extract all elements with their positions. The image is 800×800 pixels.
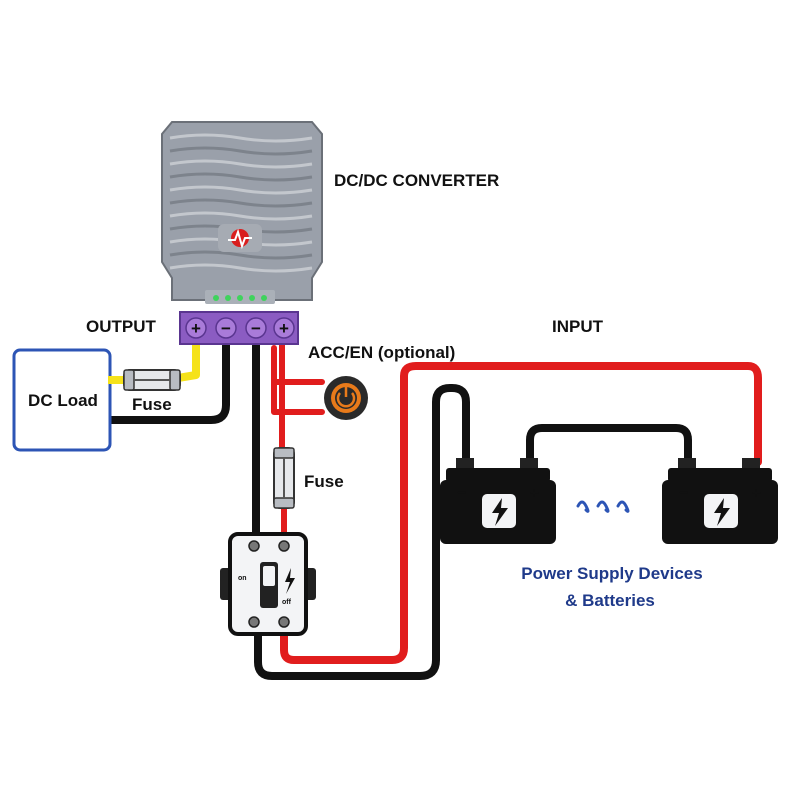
ellipsis-dots bbox=[576, 500, 630, 513]
breaker-on-mark: on bbox=[238, 575, 247, 582]
power-switch-icon[interactable] bbox=[324, 376, 368, 420]
batteries-label-line2: & Batteries bbox=[565, 591, 655, 610]
heatsink-fin bbox=[169, 263, 313, 273]
heatsink-fin bbox=[169, 133, 313, 143]
lightning-icon bbox=[492, 498, 508, 526]
input-positive-wire-c bbox=[280, 362, 762, 664]
terminal-1-sign: + bbox=[191, 319, 201, 338]
lightning-icon bbox=[714, 498, 730, 526]
heatsink-fin bbox=[169, 250, 313, 260]
terminal-2-sign: − bbox=[221, 319, 231, 338]
terminal-4-sign: + bbox=[279, 319, 289, 338]
heatsink-fin bbox=[169, 172, 313, 182]
acc-en-label: ACC/EN (optional) bbox=[308, 343, 455, 362]
heatsink-fin bbox=[169, 198, 313, 208]
input-negative-wire-b bbox=[254, 384, 470, 680]
converter-title: DC/DC CONVERTER bbox=[334, 171, 499, 190]
dc-load-box bbox=[12, 348, 112, 452]
output-negative-wire bbox=[104, 332, 230, 424]
battery-link-wire bbox=[526, 424, 692, 466]
heatsink-fin bbox=[169, 211, 313, 221]
output-fuse-label: Fuse bbox=[132, 395, 172, 414]
input-fuse-label: Fuse bbox=[304, 472, 344, 491]
input-fuse bbox=[273, 447, 295, 509]
input-label: INPUT bbox=[552, 317, 604, 336]
battery-2: − + bbox=[662, 458, 778, 544]
output-label: OUTPUT bbox=[86, 317, 157, 336]
wires bbox=[104, 332, 762, 680]
terminals: + − − + bbox=[185, 317, 295, 339]
terminal-3-sign: − bbox=[251, 319, 261, 338]
output-positive-wire bbox=[174, 332, 200, 382]
battery-2-plus: + bbox=[751, 485, 760, 502]
dc-load-label: DC Load bbox=[28, 391, 98, 410]
acc-wire-bottom bbox=[271, 379, 325, 415]
breaker-icon[interactable]: on off bbox=[220, 532, 316, 636]
converter-logo-icon bbox=[228, 228, 252, 250]
battery-1-minus: − bbox=[457, 485, 466, 502]
heatsink-fin bbox=[169, 185, 313, 195]
battery-1: − + bbox=[440, 458, 556, 544]
breaker-off-mark: off bbox=[282, 599, 292, 606]
converter-indicator-leds bbox=[213, 295, 267, 301]
heatsink-fin bbox=[169, 146, 313, 156]
heatsink-fin bbox=[169, 159, 313, 169]
dc-dc-converter: + − − + bbox=[161, 121, 323, 345]
batteries-label-line1: Power Supply Devices bbox=[521, 564, 702, 583]
battery-2-minus: − bbox=[679, 485, 688, 502]
battery-1-plus: + bbox=[529, 485, 538, 502]
output-fuse bbox=[108, 369, 181, 391]
